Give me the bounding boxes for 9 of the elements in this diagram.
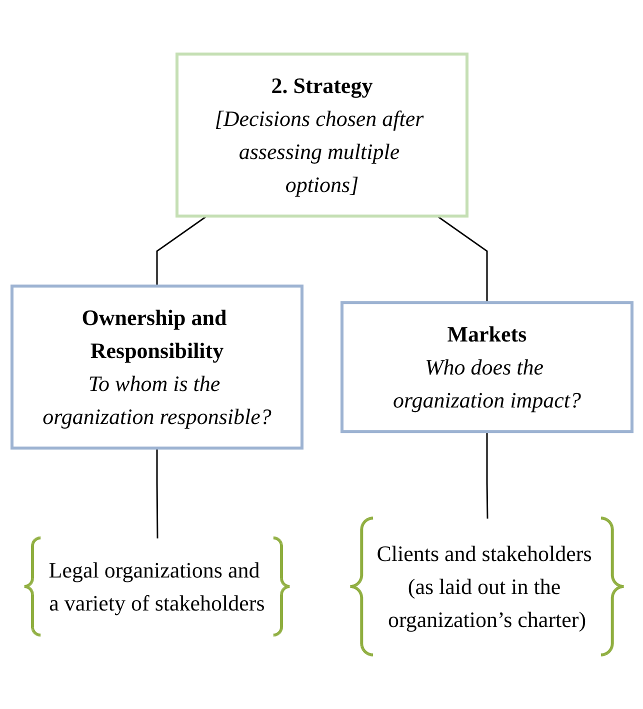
node-box: 2. Strategy [Decisions chosen after assessing multiple options] [175,52,468,218]
connector [156,448,158,538]
node-text: Legal organizations and a variety of stakeholders [48,558,264,616]
node-box: Ownership and Responsibility To whom is the organization responsible? [10,284,303,450]
connector [436,215,488,303]
connector [486,432,488,519]
connector [156,215,207,286]
node-text: Clients and stakeholders (as laid out in the organization’s charter) [376,541,592,632]
node-box: Markets Who does the organization impact? [340,301,633,434]
